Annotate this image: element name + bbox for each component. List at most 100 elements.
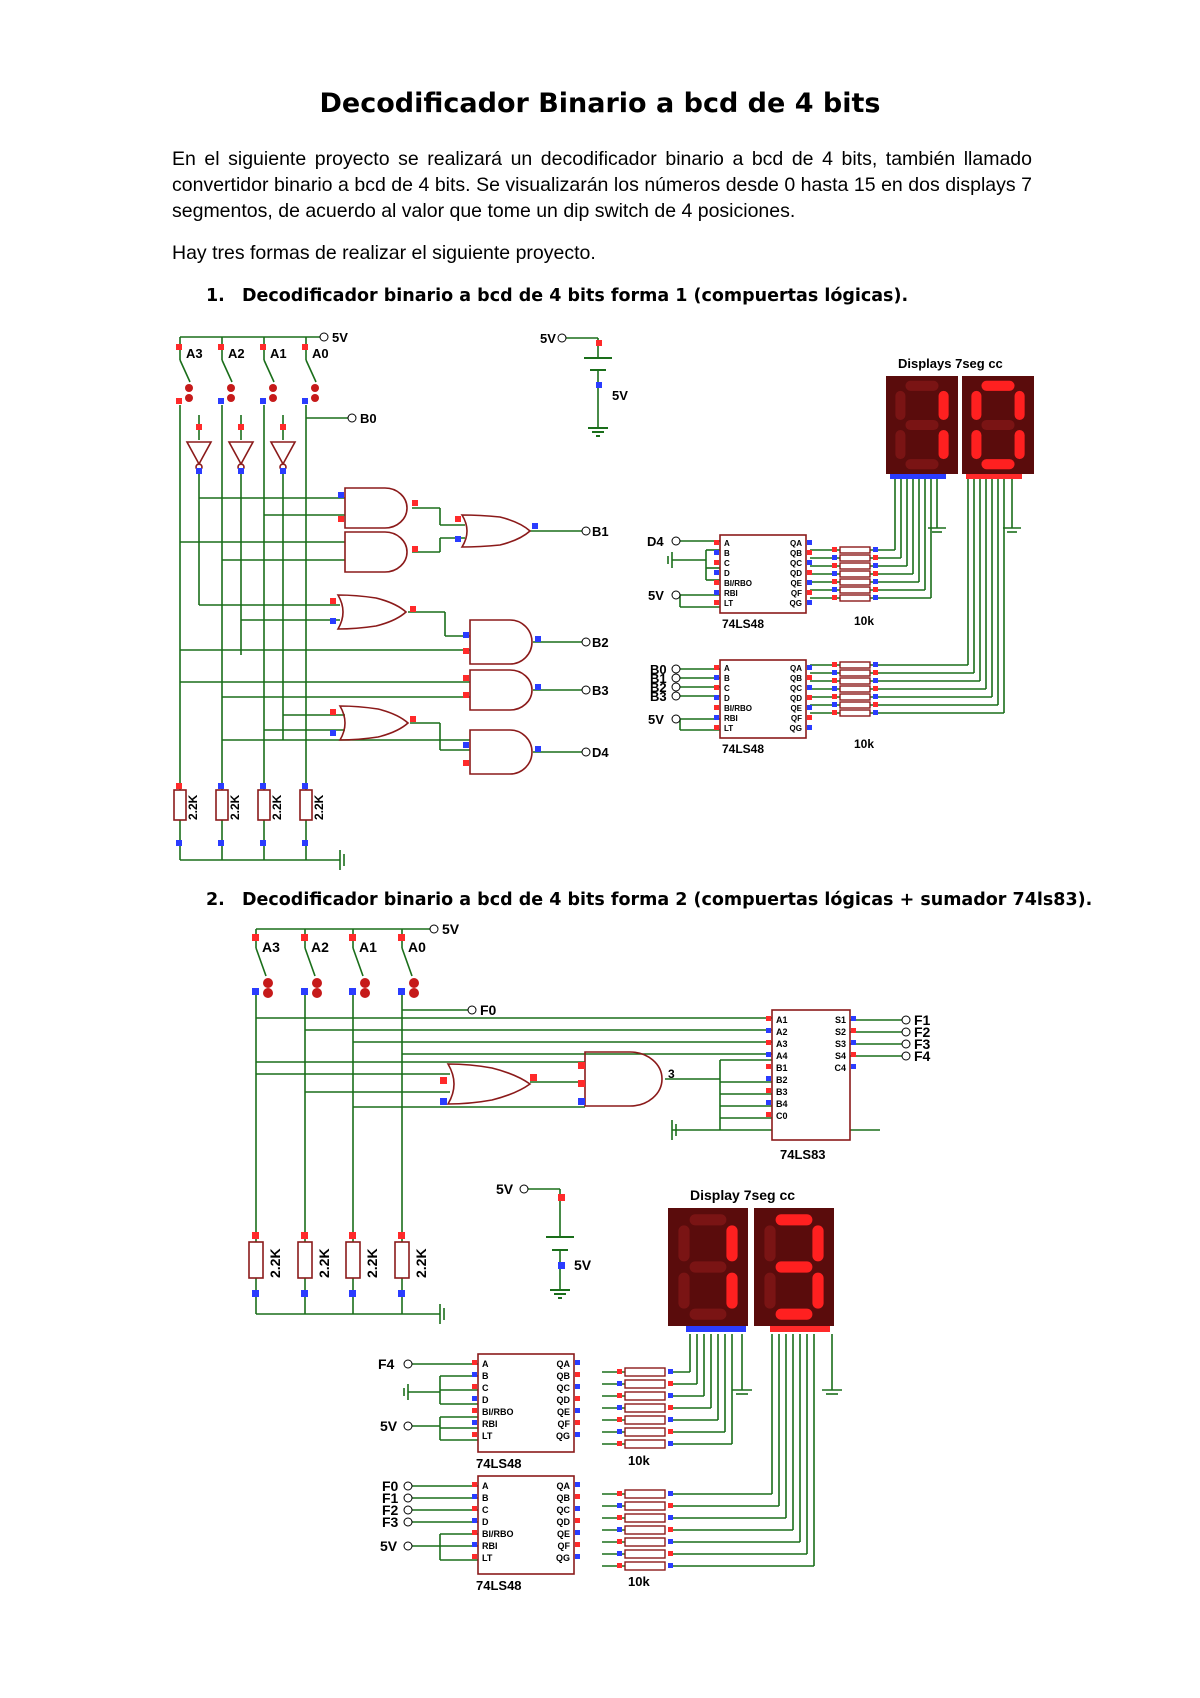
battery-icon xyxy=(584,357,612,437)
decoder2-top-pin-qb: QB xyxy=(557,1371,571,1381)
battery2-label: 5V xyxy=(574,1257,592,1273)
pullup2-top-resistor xyxy=(624,1403,666,1413)
decoder-top-pin-marker xyxy=(807,600,812,605)
battery-node-label: 5V xyxy=(540,331,556,346)
decoder-bottom-pin-marker xyxy=(807,725,812,730)
section-2-title: Decodificador binario a bcd de 4 bits fo… xyxy=(242,890,1093,910)
battery2-terminal xyxy=(519,1184,529,1194)
pullup-top-pin-marker xyxy=(873,563,878,568)
adder-pin-marker xyxy=(766,1064,771,1069)
decoder2-bottom-pin-rbi: RBI xyxy=(482,1541,498,1551)
pullup2-top-pin-marker xyxy=(668,1393,673,1398)
decoder-top-pin-rbi: RBI xyxy=(724,589,738,598)
pullup-bottom-pin-marker xyxy=(832,678,837,683)
pullup2-top-pin-marker xyxy=(668,1417,673,1422)
pullup-bottom-pin-marker xyxy=(873,702,878,707)
decoder-bottom-pin-qf: QF xyxy=(791,714,802,723)
pullup2-bottom-pin-marker xyxy=(617,1503,622,1508)
decoder2-bottom-pin-a: A xyxy=(482,1481,489,1491)
pullup2-bottom-resistor xyxy=(624,1549,666,1559)
decoder-bottom-pin-marker xyxy=(714,705,719,710)
pullup2-top-pin-marker xyxy=(668,1369,673,1374)
decoder-bottom-label: 74LS48 xyxy=(722,742,764,756)
adder-pin-b2: B2 xyxy=(776,1075,788,1085)
pullup2-bottom-resistor xyxy=(624,1501,666,1511)
pullup-bottom-pin-marker xyxy=(832,694,837,699)
pullup-bottom-resistor xyxy=(839,677,871,685)
ground-icon-decoder-2 xyxy=(403,1384,409,1400)
decoder2-bottom-pin-marker xyxy=(472,1494,477,1499)
decoder-bottom-pin-bi-rbo: BI/RBO xyxy=(724,704,752,713)
decoder-top-pin-marker xyxy=(714,560,719,565)
pullup-bottom-resistor xyxy=(839,701,871,709)
decoder-bottom-pin-qg: QG xyxy=(790,724,802,733)
output-label-b0: B0 xyxy=(360,411,377,426)
ground-icon-resistors xyxy=(439,1304,445,1324)
pullup-top-resistor xyxy=(839,586,871,594)
pullup2-bottom-resistor xyxy=(624,1513,666,1523)
pin-markers-2 xyxy=(252,934,585,1297)
decoder-top-pin-lt: LT xyxy=(724,599,733,608)
supply-label: 5V xyxy=(332,330,348,345)
decoder-bottom-pin-c: C xyxy=(724,684,730,693)
decoder2-top-label: 74LS48 xyxy=(476,1456,522,1471)
ways-paragraph: Hay tres formas de realizar el siguiente… xyxy=(172,242,596,264)
adder-pin-marker xyxy=(766,1052,771,1057)
display-title: Displays 7seg cc xyxy=(898,356,1003,371)
decoder2-input-f2: F2 xyxy=(382,1502,399,1518)
gate-net-label: 3 xyxy=(668,1067,675,1081)
decoder2-bottom-pin-d: D xyxy=(482,1517,489,1527)
adder-pin-s1: S1 xyxy=(835,1015,846,1025)
decoder-bottom-pin-marker xyxy=(714,665,719,670)
adder-pin-a4: A4 xyxy=(776,1051,788,1061)
pullup2-top-pin-marker xyxy=(617,1417,622,1422)
decoder-input-d4: D4 xyxy=(647,534,664,549)
pullup2-top-pin-marker xyxy=(617,1381,622,1386)
pullup-top-pin-marker xyxy=(873,587,878,592)
pullup-bottom-pin-marker xyxy=(873,662,878,667)
pullup2-bottom-pin-marker xyxy=(617,1491,622,1496)
pullup-bottom-pin-marker xyxy=(873,678,878,683)
decoder2-top-pin-marker xyxy=(472,1384,477,1389)
decoder2-bottom-pin-marker xyxy=(575,1554,580,1559)
decoder-bottom-pin-qc: QC xyxy=(790,684,802,693)
adder-pin-a1: A1 xyxy=(776,1015,788,1025)
decoder2-bottom-pin-qa: QA xyxy=(557,1481,571,1491)
decoder2-bottom-pin-marker xyxy=(575,1542,580,1547)
decoder2-bottom-pin-marker xyxy=(472,1554,477,1559)
adder-pin-marker xyxy=(766,1028,771,1033)
pullup2-bottom-resistor xyxy=(624,1525,666,1535)
decoder-input-b1: B1 xyxy=(650,671,667,686)
pullup-bottom-resistor xyxy=(839,669,871,677)
section-1-heading: 1.Decodificador binario a bcd de 4 bits … xyxy=(206,286,908,306)
decoder2-top-pin-marker xyxy=(472,1420,477,1425)
decoder-bottom-pin-marker xyxy=(807,665,812,670)
adder-pin-marker xyxy=(766,1100,771,1105)
pullup-bottom-pin-marker xyxy=(873,670,878,675)
decoder-top-pin-marker xyxy=(807,560,812,565)
adder-output-terminals xyxy=(901,1015,911,1061)
pullup2-bottom-resistor xyxy=(624,1489,666,1499)
decoder2-input-5v-top: 5V xyxy=(380,1418,398,1434)
pullup-bottom-pin-marker xyxy=(832,670,837,675)
decoder-top-pin-marker xyxy=(714,550,719,555)
pullup-top-pin-marker xyxy=(832,571,837,576)
pullup2-label-bottom: 10k xyxy=(628,1574,650,1589)
pullup-top-resistor xyxy=(839,570,871,578)
decoder-top-pin-qc: QC xyxy=(790,559,802,568)
section-1-title: Decodificador binario a bcd de 4 bits fo… xyxy=(242,286,909,306)
decoder-top-pin-marker xyxy=(807,570,812,575)
decoder2-bottom-pin-marker xyxy=(472,1506,477,1511)
decoder-top-pin-c: C xyxy=(724,559,730,568)
decoder-bottom-pin-a: A xyxy=(724,664,730,673)
decoder2-top-pin-qf: QF xyxy=(558,1419,571,1429)
resistor-label-4: 2.2K xyxy=(312,794,326,820)
decoder2-bottom-pin-marker xyxy=(575,1506,580,1511)
pullup2-top-pin-marker xyxy=(617,1393,622,1398)
supply2-label: 5V xyxy=(442,921,460,937)
decoder-top-pin-a: A xyxy=(724,539,730,548)
dip-switches-2: A3 A2 A1 A0 5V xyxy=(255,921,460,998)
adder-pin-s2: S2 xyxy=(835,1027,846,1037)
decoder-top-pin-marker xyxy=(807,550,812,555)
